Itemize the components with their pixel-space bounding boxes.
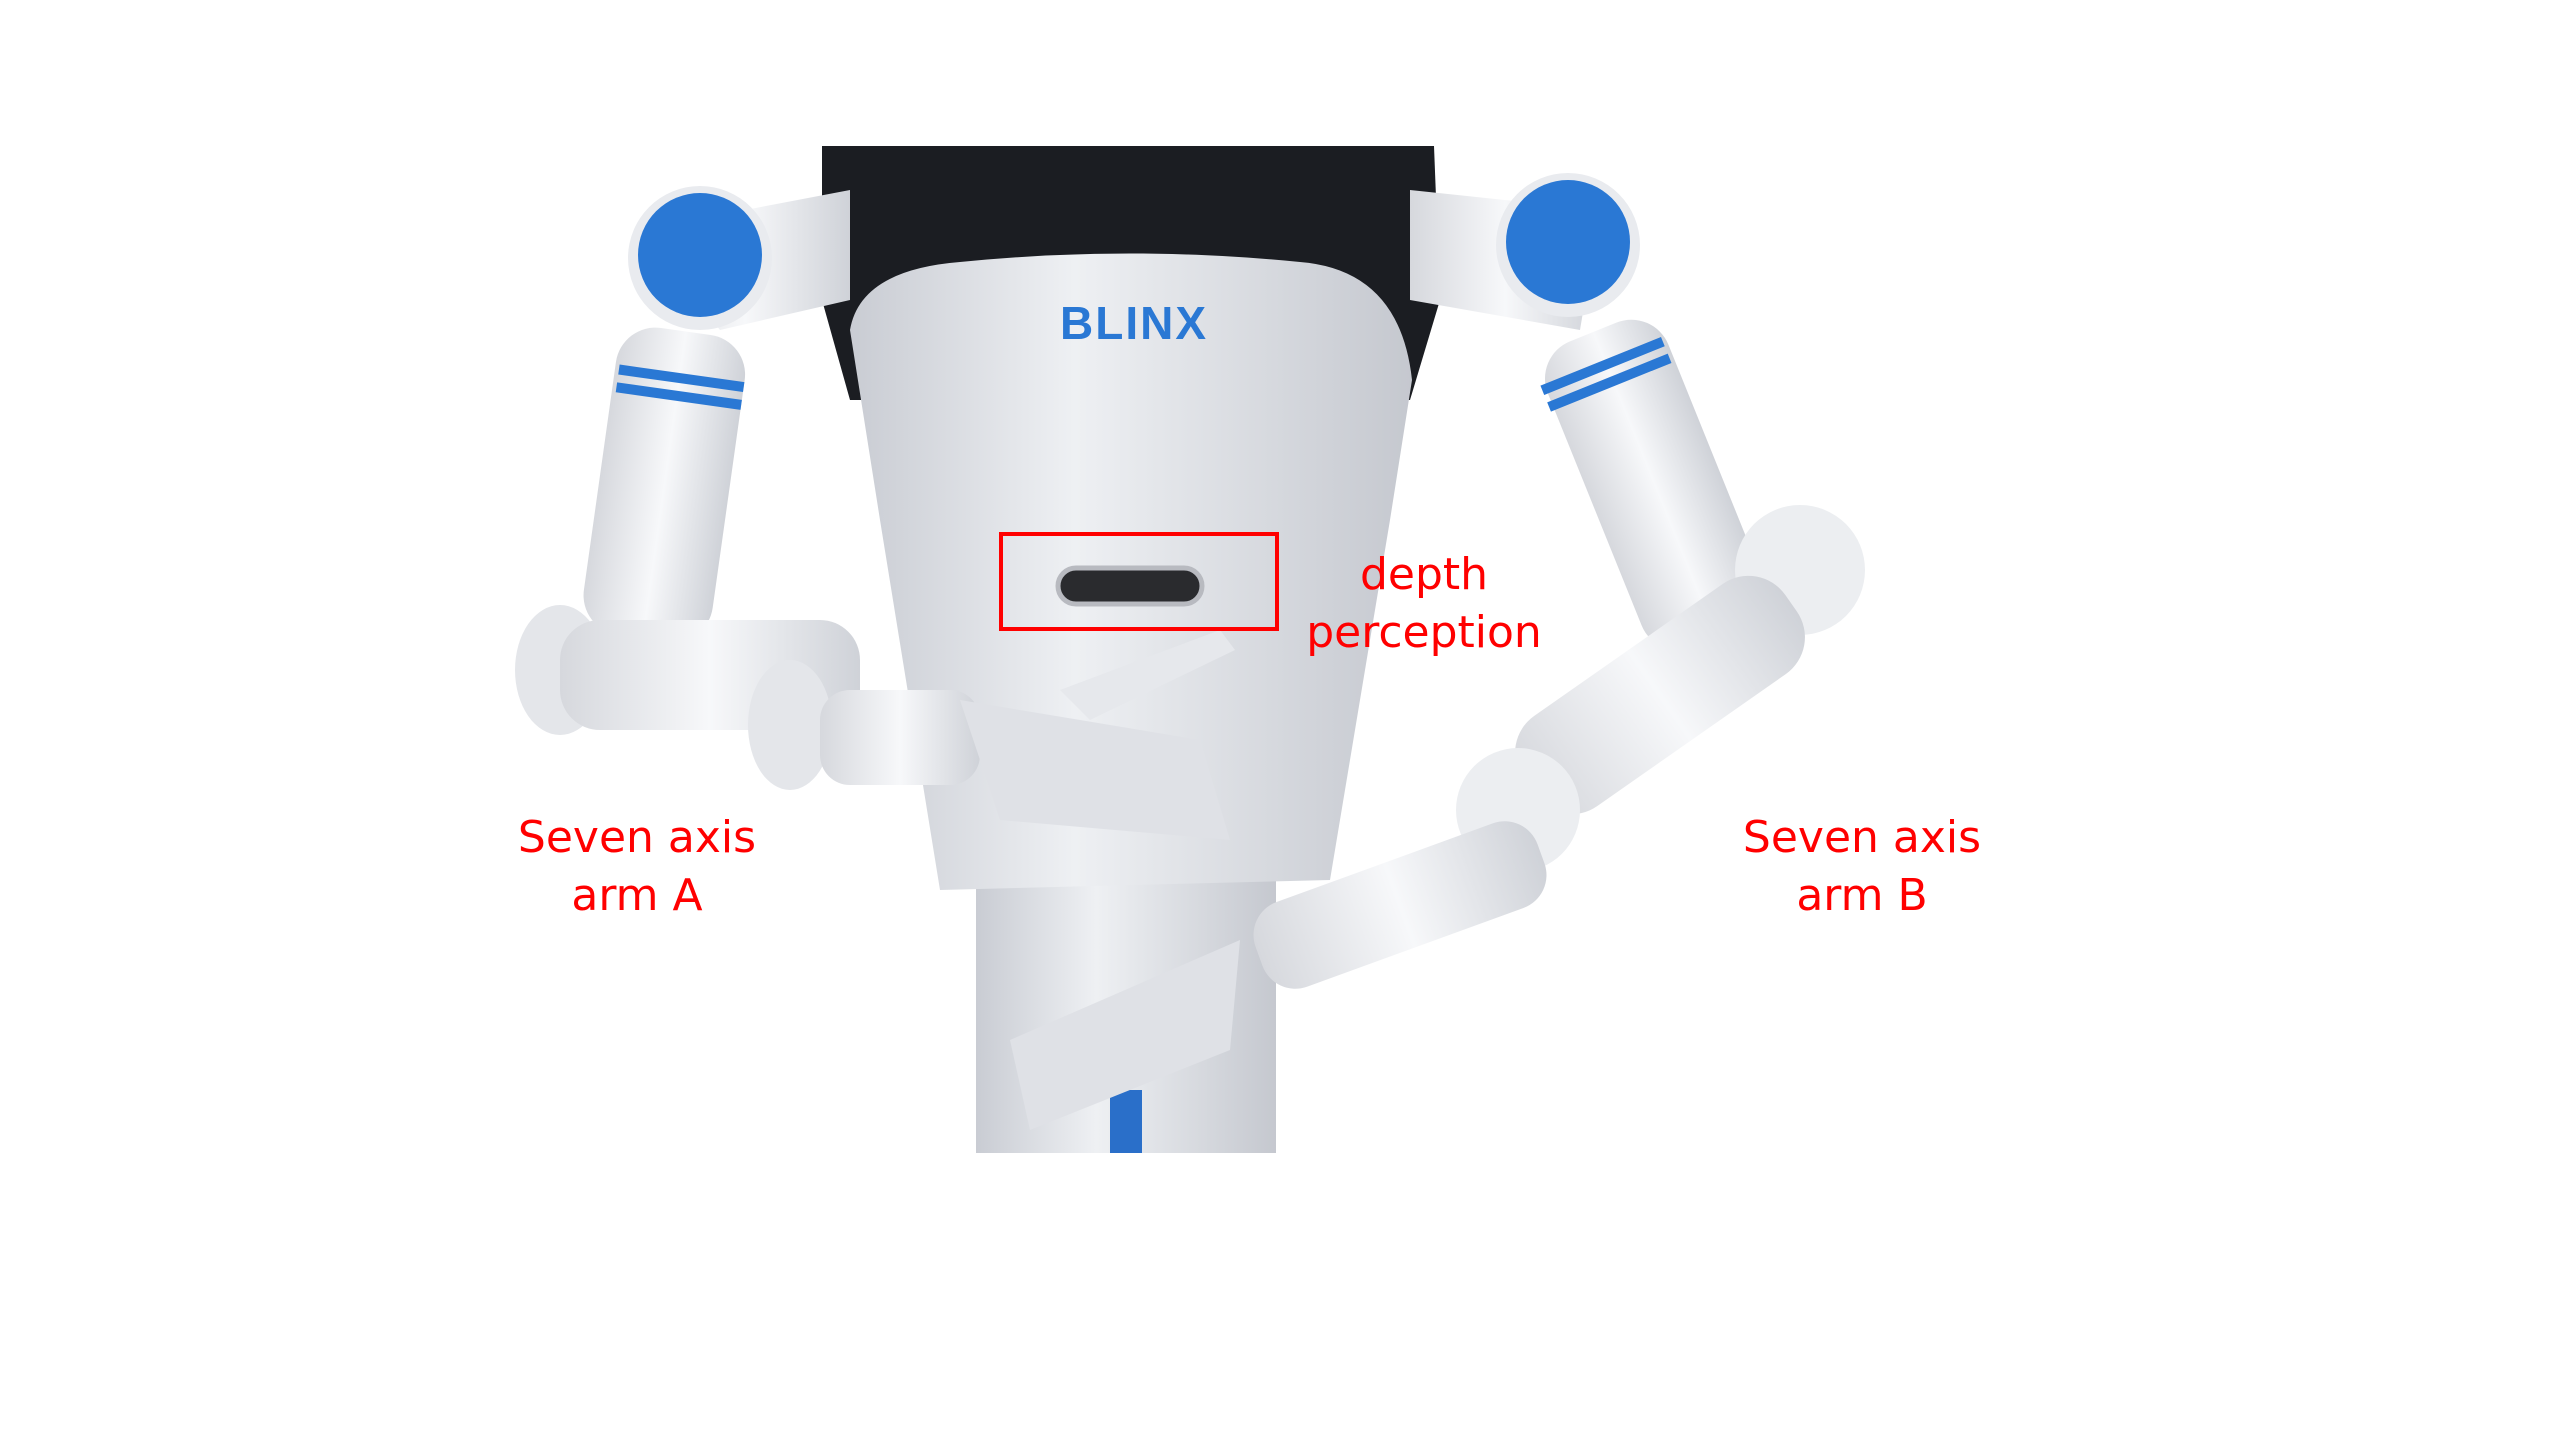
depth-perception-highlight-box: [999, 532, 1279, 631]
label-arm-a: Seven axis arm A: [518, 809, 756, 925]
blinx-logo: BLINX: [1060, 297, 1208, 349]
label-depth-perception: depth perception: [1306, 546, 1542, 662]
label-line: Seven axis: [1742, 812, 1982, 863]
arm-a: [515, 186, 1235, 840]
label-line: perception: [1306, 607, 1542, 658]
label-line: arm A: [571, 870, 703, 921]
depth-camera: [1055, 565, 1205, 607]
label-line: Seven axis: [517, 812, 757, 863]
label-line: arm B: [1796, 870, 1928, 921]
pedestal-stripe: [1110, 1090, 1142, 1153]
label-line: depth: [1359, 549, 1489, 600]
label-arm-b: Seven axis arm B: [1743, 809, 1981, 925]
arm-b: [1010, 173, 1865, 1130]
